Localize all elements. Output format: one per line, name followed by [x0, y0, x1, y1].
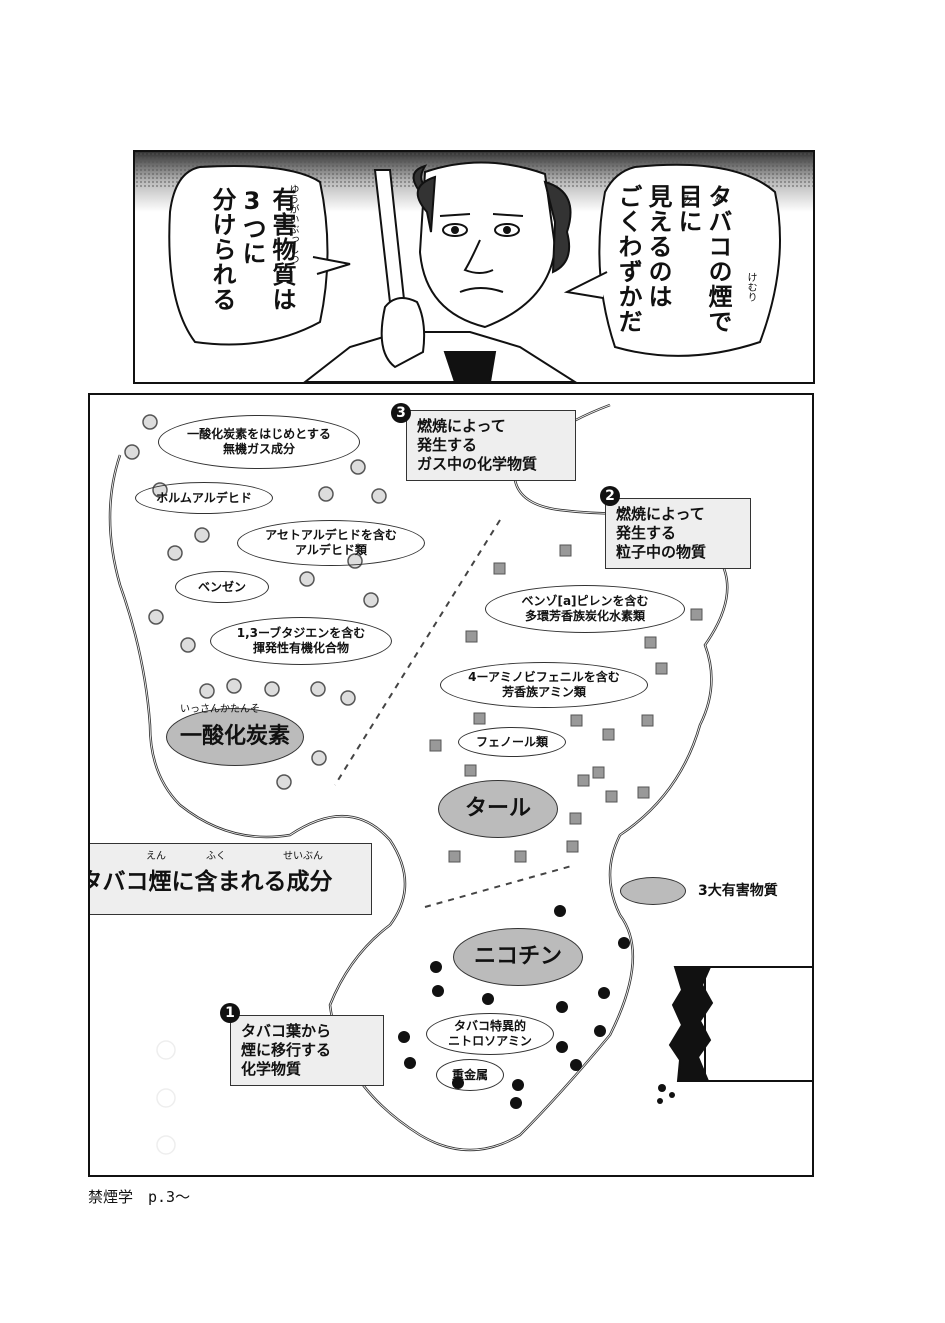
- ruby-yuugai: ゆうがいぶっしつ: [287, 184, 298, 264]
- ruby-mi: み: [680, 194, 691, 204]
- gas-item-co-inorganic: 一酸化炭素をはじめとする無機ガス成分: [158, 415, 360, 469]
- gas-item-acetaldehyde: アセトアルデヒドを含むアルデヒド類: [237, 520, 425, 566]
- divider-particle-leaf: [424, 864, 576, 908]
- speech-bubbles: [168, 163, 781, 357]
- title-box: タバコ煙に含まれる成分: [88, 843, 372, 915]
- gas-item-benzene: ベンゼン: [175, 571, 269, 603]
- ruby-kemuri: けむり: [745, 272, 756, 302]
- group1-box: タバコ葉から煙に移行する化学物質: [230, 1015, 384, 1086]
- bubble-right-line-3: 見えるのは: [644, 184, 672, 309]
- gas-particles: [124, 414, 387, 790]
- cigarette-icon: [657, 966, 812, 1104]
- bubble-left-line-3: 分けられる: [208, 187, 236, 312]
- major-tar: タール: [438, 780, 558, 838]
- bubble-left-line-2: 3つに: [238, 187, 266, 266]
- divider-gas-particle: [334, 519, 501, 786]
- particle-item-phenols: フェノール類: [458, 727, 566, 757]
- group3-number-badge: 3: [391, 403, 411, 423]
- group3-box: 燃焼によって発生するガス中の化学物質: [406, 410, 576, 481]
- particle-item-pah: ベンゾ[a]ピレンを含む多環芳香族炭化水素類: [485, 585, 685, 633]
- bubble-right-text: タバコの煙で 目に 見えるのは ごくわずかだ: [613, 184, 733, 354]
- page-title: タバコ煙に含まれる成分: [88, 869, 333, 895]
- group2-box: 燃焼によって発生する粒子中の物質: [605, 498, 751, 569]
- leaf-item-heavy-metals: 重金属: [436, 1059, 504, 1091]
- ruby-me: め: [712, 194, 723, 204]
- smoke-diagram: [108, 403, 812, 1155]
- legend-swatch: [620, 877, 686, 905]
- faint-circles: [156, 1040, 176, 1155]
- bubble-left-text: 有害物質は 3つに 分けられる: [207, 187, 297, 337]
- title-ruby-en: えん: [146, 851, 166, 862]
- bubble-right-line-2: 目に: [674, 184, 702, 234]
- top-panel-art: [135, 152, 813, 382]
- major-co-ruby: いっさんかたんそ: [180, 704, 260, 715]
- footer-citation: 禁煙学 p.3〜: [88, 1188, 191, 1206]
- title-ruby-fuku: ふく: [206, 851, 226, 862]
- legend-label: 3大有害物質: [698, 883, 778, 899]
- main-panel: 一酸化炭素をはじめとする無機ガス成分 ホルムアルデヒド アセトアルデヒドを含むア…: [88, 393, 814, 1177]
- major-nicotine: ニコチン: [453, 928, 583, 986]
- top-panel: タバコの煙で 目に 見えるのは ごくわずかだ けむり め み 有害物質は 3つに…: [133, 150, 815, 384]
- title-ruby-seibun: せいぶん: [283, 851, 323, 862]
- group2-number-badge: 2: [600, 486, 620, 506]
- professor-figure: [303, 161, 577, 382]
- gas-item-formaldehyde: ホルムアルデヒド: [135, 482, 273, 514]
- leaf-item-nitrosamine: タバコ特異的ニトロソアミン: [426, 1013, 554, 1055]
- bubble-right-line-1: タバコの煙で: [704, 184, 732, 334]
- tar-particles: [429, 544, 703, 863]
- gas-item-butadiene: 1,3ーブタジエンを含む揮発性有機化合物: [210, 617, 392, 665]
- bubble-left-line-1: 有害物質は: [268, 187, 296, 312]
- bubble-right-line-4: ごくわずかだ: [614, 184, 642, 334]
- particle-item-aromatic-amines: 4ーアミノビフェニルを含む芳香族アミン類: [440, 662, 648, 708]
- major-co: 一酸化炭素: [166, 708, 304, 766]
- group1-number-badge: 1: [220, 1003, 240, 1023]
